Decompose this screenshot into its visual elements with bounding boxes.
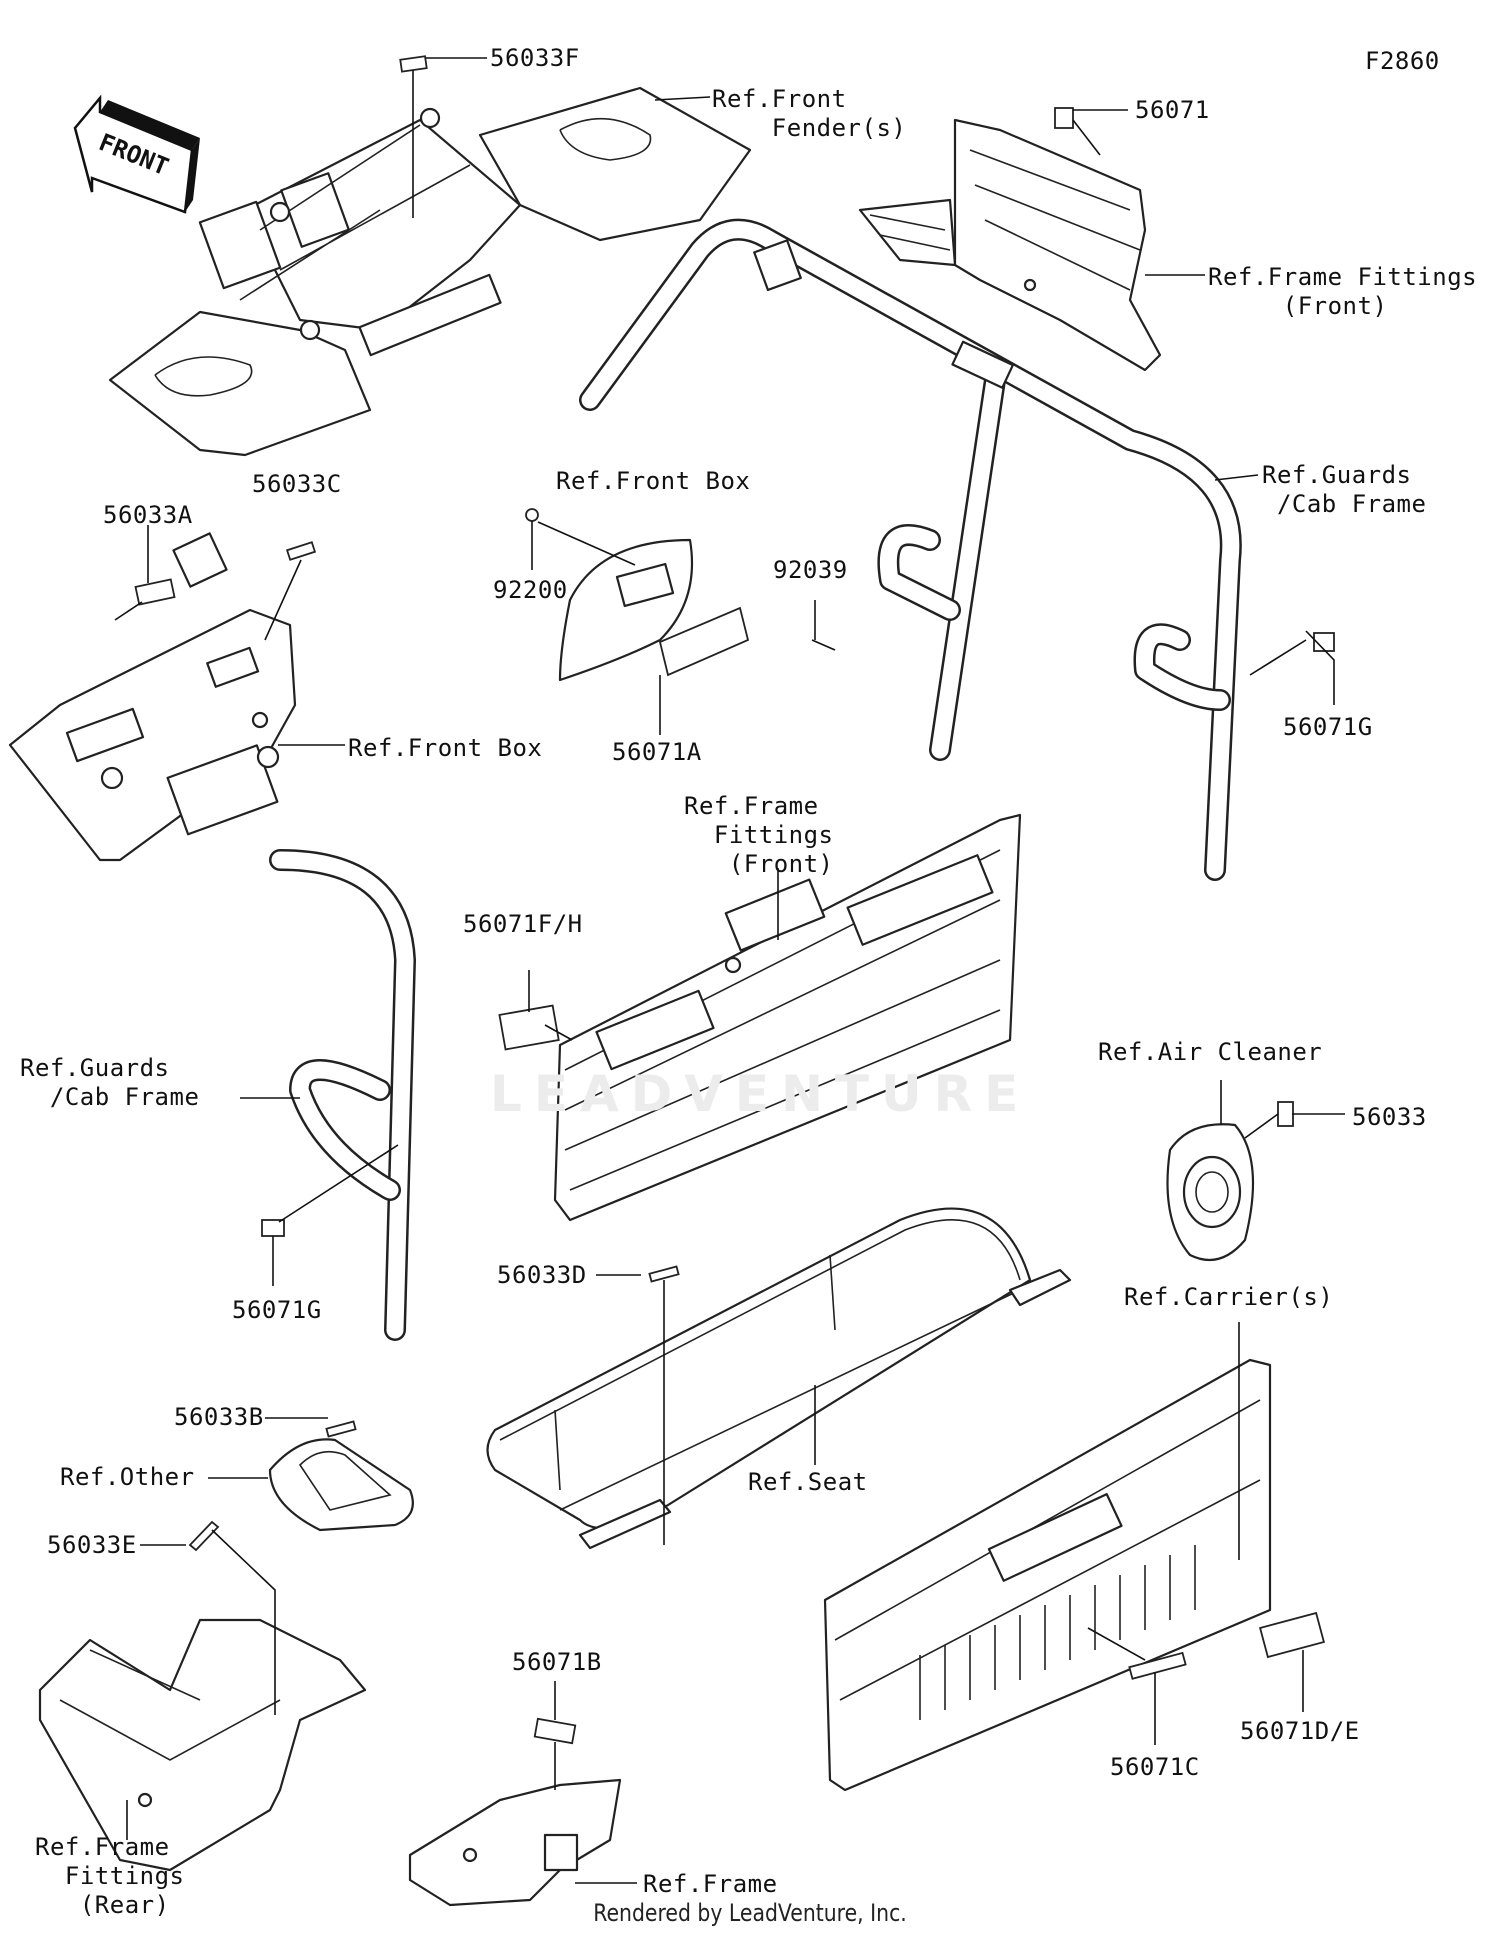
label-56071G-left[interactable]: 56071G bbox=[232, 1296, 322, 1324]
label-56033F[interactable]: 56033F bbox=[490, 44, 580, 72]
label-56071B[interactable]: 56071B bbox=[512, 1648, 602, 1676]
decal-56033C bbox=[285, 541, 317, 561]
carrier-tailgate bbox=[823, 1358, 1272, 1792]
label-56033[interactable]: 56033 bbox=[1352, 1103, 1427, 1131]
label-56033B[interactable]: 56033B bbox=[174, 1403, 264, 1431]
label-92200[interactable]: 92200 bbox=[493, 576, 568, 604]
frame-bottom bbox=[408, 1778, 622, 1907]
front-box-lid bbox=[558, 538, 750, 682]
clip-92039 bbox=[811, 639, 836, 651]
label-92039[interactable]: 92039 bbox=[773, 556, 848, 584]
front-fender-assembly bbox=[108, 86, 752, 457]
footer-credit: Rendered by LeadVenture, Inc. bbox=[593, 1899, 907, 1927]
seat-frame bbox=[486, 1207, 1072, 1550]
label-56071C[interactable]: 56071C bbox=[1110, 1753, 1200, 1781]
label-ref-frame-fittings-front-top[interactable]: Ref.Frame Fittings (Front) bbox=[1208, 263, 1478, 320]
label-56071DE[interactable]: 56071D/E bbox=[1240, 1717, 1360, 1745]
decal-56071G-left bbox=[261, 1219, 285, 1237]
frame-fittings-front-mid bbox=[553, 813, 1022, 1222]
label-ref-seat[interactable]: Ref.Seat bbox=[748, 1468, 868, 1496]
front-box-dash bbox=[8, 532, 297, 862]
label-ref-air-cleaner[interactable]: Ref.Air Cleaner bbox=[1098, 1038, 1323, 1066]
air-cleaner bbox=[1166, 1123, 1255, 1262]
cab-frame-left bbox=[269, 849, 416, 1341]
decal-56033D bbox=[648, 1265, 680, 1283]
frame-fittings-front-top bbox=[858, 118, 1162, 372]
leader-lines bbox=[114, 57, 1345, 1884]
frame-fittings-rear bbox=[38, 1618, 367, 1872]
watermark: LEADVENTURE bbox=[490, 1065, 1031, 1123]
washer-92200 bbox=[525, 508, 539, 522]
label-56071G-right[interactable]: 56071G bbox=[1283, 713, 1373, 741]
decal-56071FH bbox=[498, 1004, 560, 1051]
label-ref-frame[interactable]: Ref.Frame bbox=[643, 1870, 778, 1898]
label-ref-front-box-top[interactable]: Ref.Front Box bbox=[556, 467, 751, 495]
decal-56033A bbox=[134, 578, 176, 606]
decal-56071B bbox=[533, 1717, 577, 1745]
decal-56071G-right bbox=[1313, 632, 1335, 652]
label-56033E[interactable]: 56033E bbox=[47, 1531, 137, 1559]
label-ref-guards-cab-left[interactable]: Ref.Guards /Cab Frame bbox=[20, 1054, 200, 1111]
label-ref-carriers[interactable]: Ref.Carrier(s) bbox=[1124, 1283, 1334, 1311]
cab-frame-right bbox=[579, 218, 1242, 881]
decal-56033B bbox=[325, 1420, 357, 1438]
decal-56071DE bbox=[1259, 1611, 1325, 1659]
label-56071[interactable]: 56071 bbox=[1135, 96, 1210, 124]
label-56033A[interactable]: 56033A bbox=[103, 501, 193, 529]
label-ref-front-box-left[interactable]: Ref.Front Box bbox=[348, 734, 543, 762]
diagram-code: F2860 bbox=[1365, 47, 1440, 75]
label-ref-frame-fittings-rear[interactable]: Ref.Frame Fittings (Rear) bbox=[35, 1833, 185, 1919]
decal-56071C bbox=[1128, 1651, 1187, 1680]
label-ref-guards-cab-right[interactable]: Ref.Guards /Cab Frame bbox=[1262, 461, 1427, 518]
front-arrow-icon: FRONT bbox=[73, 94, 200, 214]
label-ref-front-fender[interactable]: Ref.Front Fender(s) bbox=[712, 85, 907, 142]
label-56071A[interactable]: 56071A bbox=[612, 738, 702, 766]
decal-56033F bbox=[399, 55, 428, 73]
label-56033D[interactable]: 56033D bbox=[497, 1261, 587, 1289]
decal-56033 bbox=[1277, 1101, 1294, 1127]
label-ref-other[interactable]: Ref.Other bbox=[60, 1463, 195, 1491]
tailgate-ribs bbox=[919, 1545, 1196, 1720]
label-56071FH[interactable]: 56071F/H bbox=[463, 910, 583, 938]
decal-56033E bbox=[188, 1520, 220, 1552]
other-boot-cover bbox=[268, 1438, 414, 1532]
label-56033C[interactable]: 56033C bbox=[252, 470, 342, 498]
decal-56071 bbox=[1054, 107, 1074, 129]
label-ref-frame-fittings-front-mid[interactable]: Ref.Frame Fittings (Front) bbox=[684, 792, 834, 878]
